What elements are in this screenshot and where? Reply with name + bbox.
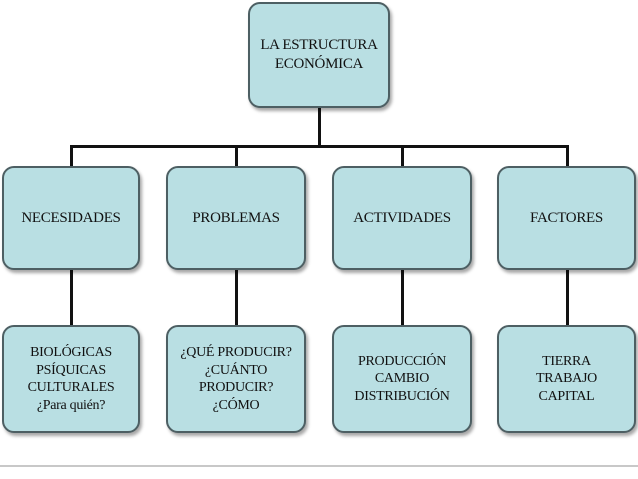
detail-connector-actividades bbox=[401, 270, 404, 326]
category-node-necesidades: NECESIDADES bbox=[2, 166, 140, 270]
detail-node-problemas: ¿QUÉ PRODUCIR? ¿CUÁNTO PRODUCIR? ¿CÓMO bbox=[166, 325, 306, 433]
root-node: LA ESTRUCTURA ECONÓMICA bbox=[248, 2, 390, 108]
category-node-actividades: ACTIVIDADES bbox=[332, 166, 472, 270]
detail-connector-problemas bbox=[235, 270, 238, 326]
detail-node-actividades: PRODUCCIÓN CAMBIO DISTRIBUCIÓN bbox=[332, 325, 472, 433]
detail-node-necesidades: BIOLÓGICAS PSÍQUICAS CULTURALES ¿Para qu… bbox=[2, 325, 140, 433]
detail-connector-factores bbox=[566, 270, 569, 326]
branch-connector-necesidades bbox=[70, 145, 73, 167]
category-node-factores: FACTORES bbox=[497, 166, 636, 270]
detail-node-factores: TIERRA TRABAJO CAPITAL bbox=[497, 325, 636, 433]
horizontal-connector bbox=[70, 145, 568, 148]
category-node-problemas: PROBLEMAS bbox=[166, 166, 306, 270]
bottom-divider bbox=[0, 465, 638, 467]
branch-connector-problemas bbox=[235, 145, 238, 167]
root-connector bbox=[318, 108, 321, 146]
branch-connector-actividades bbox=[401, 145, 404, 167]
detail-connector-necesidades bbox=[70, 270, 73, 326]
branch-connector-factores bbox=[566, 145, 569, 167]
